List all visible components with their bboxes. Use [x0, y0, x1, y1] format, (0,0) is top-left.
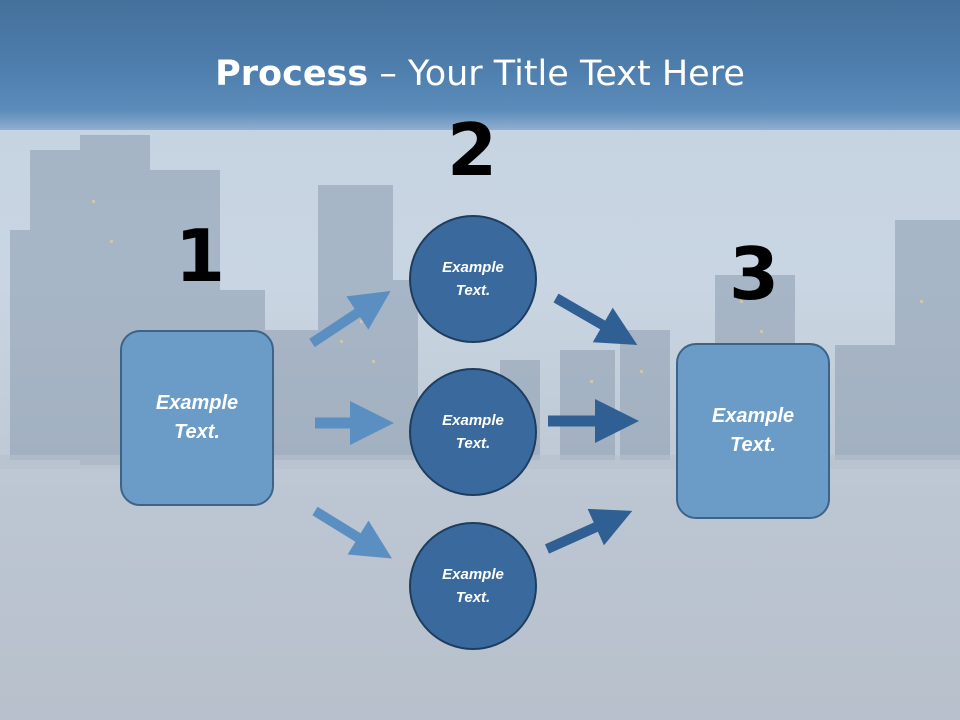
step-1-label-line2: Text.	[174, 421, 220, 443]
step-number-3: 3	[728, 232, 780, 316]
step-2-circle-top: Example Text.	[409, 215, 537, 343]
title-rest: – Your Title Text Here	[368, 54, 745, 94]
step-3-label-line2: Text.	[730, 434, 776, 456]
header-band	[0, 0, 960, 130]
step-3-label-line1: Example	[711, 405, 795, 427]
step-number-1: 1	[174, 214, 226, 298]
arrow-1-to-bottom	[312, 506, 393, 559]
circle-bottom-label-line2: Text.	[455, 589, 491, 606]
arrow-top-to-3	[553, 293, 638, 346]
arrow-bottom-to-3	[544, 508, 633, 554]
step-2-circle-bottom: Example Text.	[409, 522, 537, 650]
page-title: Process – Your Title Text Here	[0, 52, 960, 96]
title-bold: Process	[215, 54, 369, 94]
step-3-box: Example Text.	[676, 343, 830, 519]
circle-middle-label-line2: Text.	[455, 435, 491, 452]
circle-top-label-line2: Text.	[455, 282, 491, 299]
circle-top-label-line1: Example	[442, 259, 504, 276]
arrow-1-to-top	[309, 290, 391, 348]
circle-bottom-label-line1: Example	[442, 566, 504, 583]
step-1-box: Example Text.	[120, 330, 274, 506]
step-1-label-line1: Example	[155, 392, 239, 414]
circle-middle-label-line1: Example	[442, 412, 504, 429]
step-number-2: 2	[446, 108, 498, 192]
step-2-circle-middle: Example Text.	[409, 368, 537, 496]
